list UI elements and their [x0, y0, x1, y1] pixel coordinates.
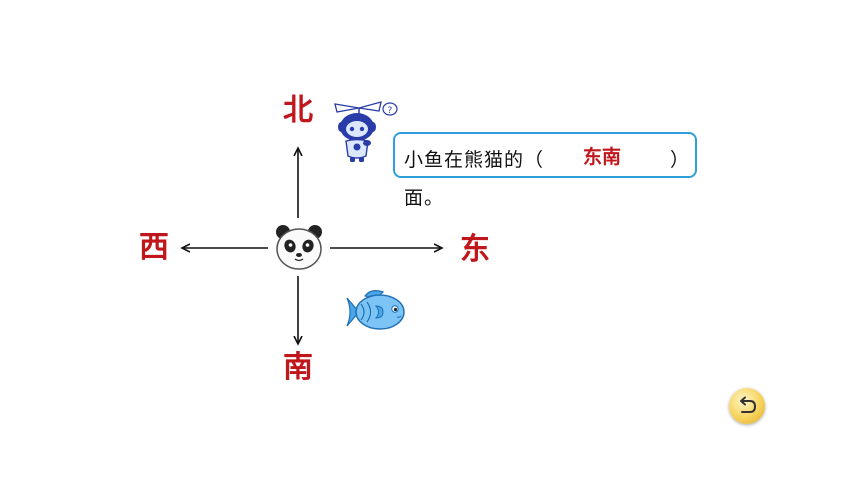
question-text: 小鱼在熊猫的（: [404, 149, 545, 171]
label-east: 东: [460, 232, 490, 267]
back-button[interactable]: [729, 388, 765, 424]
answer-text: 东南: [583, 146, 622, 168]
question-continuation: 面。: [404, 187, 445, 209]
label-west: 西: [139, 230, 169, 265]
robot-icon: ?: [334, 101, 398, 162]
panda-icon: [276, 225, 322, 270]
label-south: 南: [283, 350, 313, 385]
fish-icon: [346, 290, 405, 330]
svg-text:?: ?: [388, 106, 393, 116]
undo-icon: [740, 396, 757, 413]
question-paren-close: ）: [670, 149, 690, 171]
label-north: 北: [283, 93, 313, 128]
question-callout: [393, 132, 697, 178]
